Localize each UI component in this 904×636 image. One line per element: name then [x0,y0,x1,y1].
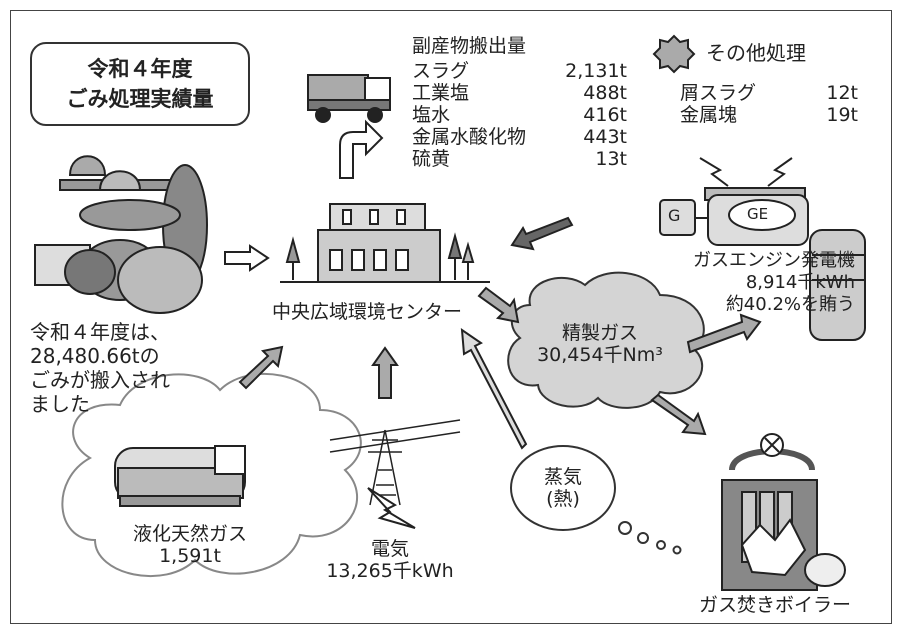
gas-engine-ge-label: GE [747,205,769,223]
byproduct-name: 硫黄 [412,148,451,170]
gas-engine-value: 8,914千kWh [745,272,855,293]
title-line-2: ごみ処理実績量 [66,87,214,111]
waste-input-line-1: 令和４年度は、 [30,320,170,344]
refined-gas-label: 精製ガス [561,322,638,344]
title-line-1: 令和４年度 [87,57,193,81]
lightning-icon [367,487,416,529]
steam-line-2: (熱) [546,488,580,510]
other-processing-star-icon [652,34,696,74]
electricity-label: 電気 [370,538,409,560]
byproduct-row: 硫黄 13t [412,148,627,170]
other-processing-heading: その他処理 [706,41,806,65]
power-to-center-arrow [371,346,399,399]
gas-to-engine-arrow [686,313,762,354]
title-box: 令和４年度 ごみ処理実績量 [30,42,250,126]
engine-to-center-arrow [510,216,574,251]
waste-to-center-arrow [224,244,270,272]
byproducts-list: スラグ 2,131t 工業塩 488t 塩水 416t 金属水酸化物 443t 硫黄 13… [412,60,627,170]
lng-to-center-arrow [238,345,284,390]
electricity-value: 13,265千kWh [326,560,454,582]
byproduct-name: 工業塩 [412,82,470,104]
center-facility-icon [280,203,490,283]
boiler-label: ガス焚きボイラー [698,594,851,616]
steam-text: 蒸気 (熱) [530,466,596,510]
boiler-icon [721,433,846,591]
gas-engine-icon [659,157,866,341]
lng-label: 液化天然ガス [132,523,247,545]
byproduct-value: 443t [583,126,627,148]
lng-value: 1,591t [159,545,221,567]
waste-input-line-4: ました [30,392,90,416]
byproducts-heading: 副産物搬出量 [412,35,527,57]
gas-engine-label: ガスエンジン発電機 [693,250,855,271]
byproduct-row: 工業塩 488t [412,82,627,104]
center-label: 中央広域環境センター [272,301,463,323]
gas-to-boiler-arrow [650,393,707,436]
other-processing-list: 屑スラグ 12t 金属塊 19t [680,82,858,126]
waste-input-text: 令和４年度は、 28,480.66tの ごみが搬入され ました [30,320,170,416]
steam-to-center-arrow [460,327,528,450]
byproduct-value: 416t [583,104,627,126]
waste-input-line-2: 28,480.66tの [30,344,160,368]
electricity-text: 電気 13,265千kWh [320,538,460,582]
refined-gas-value: 30,454千Nm³ [537,344,663,366]
byproduct-name: 塩水 [412,104,451,126]
gas-engine-note: 約40.2%を賄う [725,294,855,315]
steam-line-1: 蒸気 [543,466,582,488]
byproduct-truck-icon [307,74,391,123]
other-processing-value: 19t [826,104,858,126]
lng-text: 液化天然ガス 1,591t [120,523,260,567]
other-processing-row: 屑スラグ 12t [680,82,858,104]
byproduct-row: スラグ 2,131t [412,60,627,82]
byproduct-arrow [339,119,384,179]
waste-input-line-3: ごみが搬入され [30,368,170,392]
generator-g-label: G [668,206,681,225]
other-processing-value: 12t [826,82,858,104]
byproduct-row: 金属水酸化物 443t [412,126,627,148]
other-processing-name: 屑スラグ [680,82,757,104]
gas-engine-text: ガスエンジン発電機 8,914千kWh 約40.2%を賄う [640,250,855,316]
other-processing-name: 金属塊 [680,104,738,126]
refined-gas-text: 精製ガス 30,454千Nm³ [520,322,680,366]
byproduct-value: 2,131t [565,60,627,82]
center-to-gas-arrow [477,286,520,324]
power-tower-icon [329,419,461,506]
byproduct-value: 13t [595,148,627,170]
steam-bubble [510,445,616,531]
refined-gas-cloud [507,271,705,409]
byproduct-name: 金属水酸化物 [412,126,527,148]
byproduct-row: 塩水 416t [412,104,627,126]
byproduct-value: 488t [583,82,627,104]
diagram-frame [10,10,892,624]
waste-pile-icon [34,155,208,314]
other-processing-row: 金属塊 19t [680,104,858,126]
lng-truck-icon [114,445,246,507]
byproduct-name: スラグ [412,60,470,82]
